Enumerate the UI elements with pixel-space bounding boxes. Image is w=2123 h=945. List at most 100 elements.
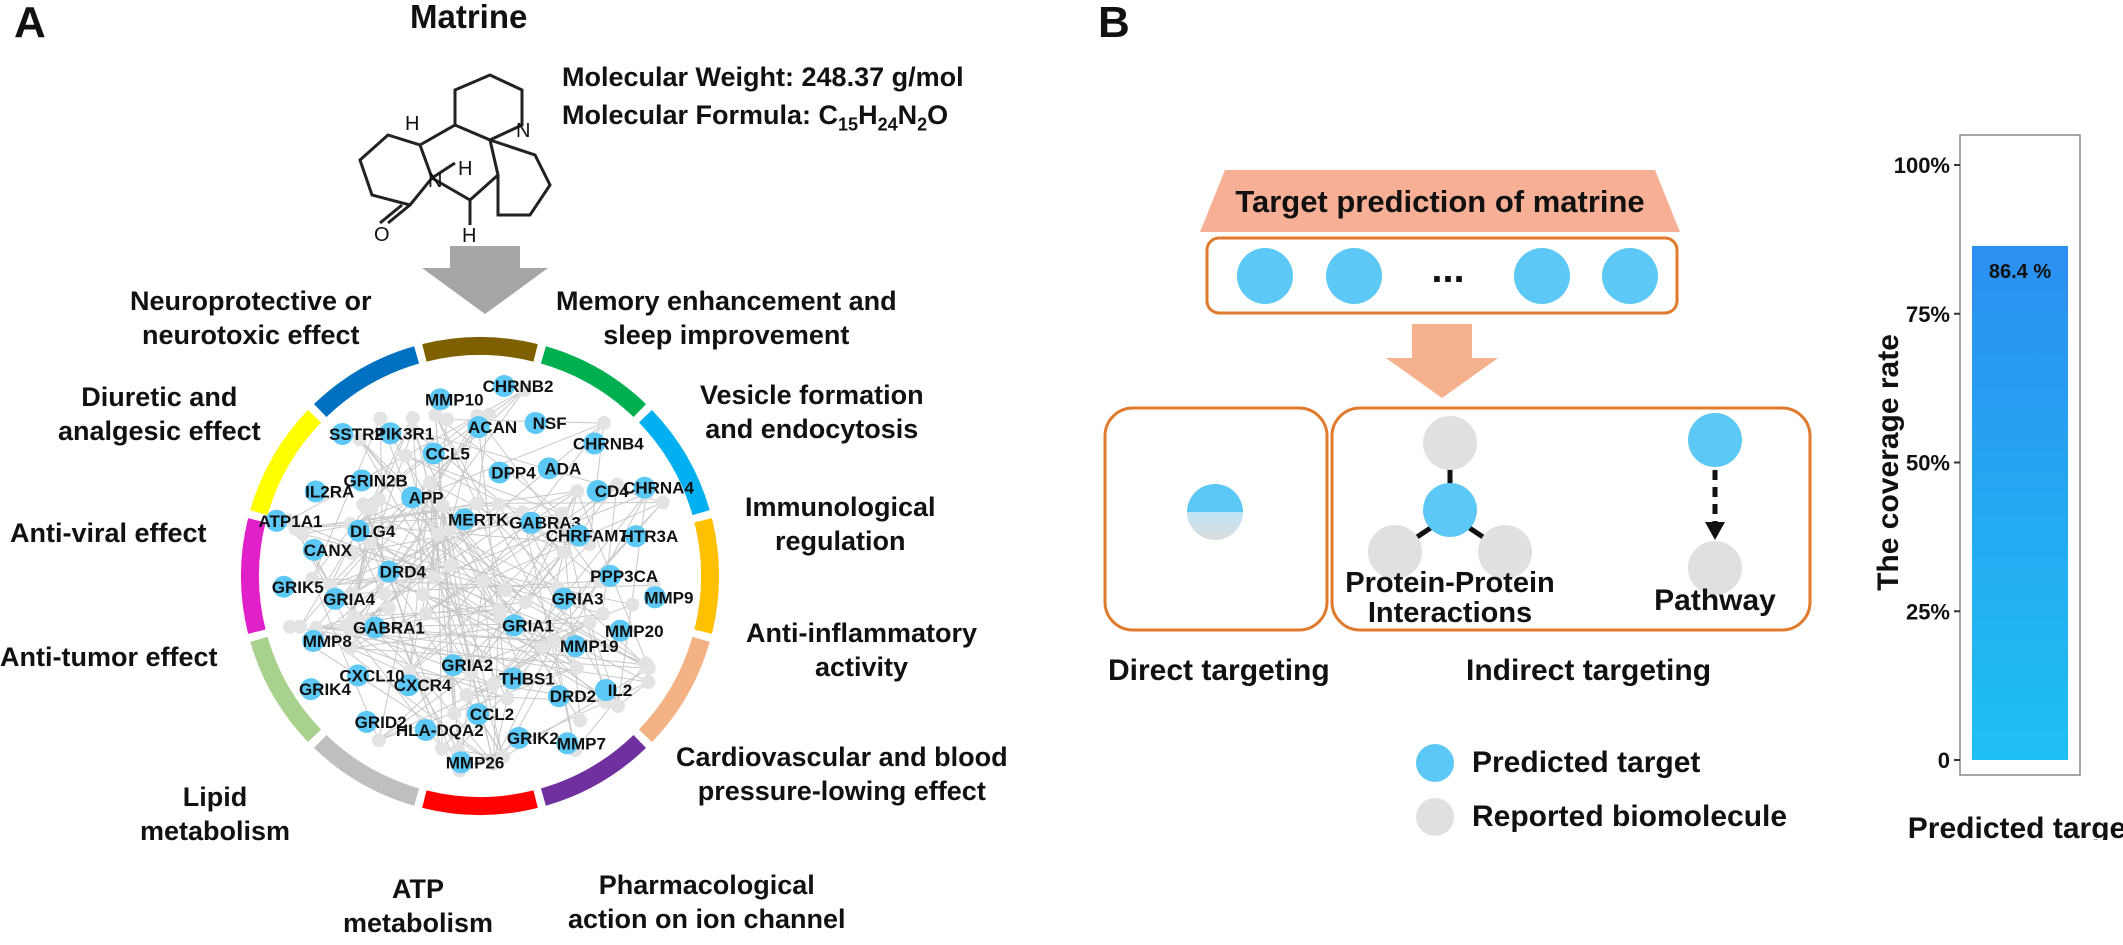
gene-node xyxy=(401,486,424,509)
gene-node xyxy=(501,667,524,690)
gene-node xyxy=(324,587,347,610)
prediction-title-box xyxy=(1200,170,1680,232)
gene-label: ATP1A1 xyxy=(259,512,323,531)
predicted-target-dot xyxy=(1237,248,1293,304)
gene-label: CHRNB2 xyxy=(483,377,554,396)
gene-label: IL2 xyxy=(608,681,633,700)
ring-segment-lipid xyxy=(250,636,322,743)
gene-label: CHRNA4 xyxy=(623,479,694,498)
pathway-label: Pathway xyxy=(1654,584,1776,617)
matrine-structure: N N O H H H xyxy=(358,73,552,245)
direct-targeting-box xyxy=(1103,406,1329,632)
ring-segment-ion xyxy=(422,790,538,815)
gene-node xyxy=(450,751,473,774)
molecular-weight: Molecular Weight: 248.37 g/mol xyxy=(562,62,964,92)
gene-node xyxy=(567,524,590,547)
gene-node xyxy=(350,469,373,492)
gene-label: DRD4 xyxy=(380,563,427,582)
gene-label: CCL2 xyxy=(470,705,514,724)
predicted-targets-box xyxy=(1205,236,1679,315)
molecular-formula: Molecular Formula: C15H24N2O xyxy=(562,100,949,135)
atom-n-lower: N xyxy=(428,170,442,192)
gene-label: NSF xyxy=(533,414,567,433)
legend-predicted: Predicted target xyxy=(1416,744,1700,782)
gene-label: MMP26 xyxy=(446,753,505,772)
gene-node xyxy=(564,635,587,658)
predicted-target-dot xyxy=(1602,248,1658,304)
ellipsis: ... xyxy=(1431,247,1464,291)
gene-label: MMP19 xyxy=(560,637,619,656)
gene-node xyxy=(397,674,420,697)
gene-node xyxy=(594,679,617,702)
gene-node xyxy=(331,422,354,445)
gene-label: GRID2 xyxy=(355,713,407,732)
down-arrow-orange-icon xyxy=(1386,324,1498,398)
gene-node xyxy=(488,461,511,484)
x-category-label: Predicted target xyxy=(1908,812,2123,840)
gene-label: CXCR4 xyxy=(394,676,452,695)
ppi-reported-dot xyxy=(1478,525,1532,579)
gene-node xyxy=(272,575,295,598)
down-arrow-icon xyxy=(422,246,548,314)
atom-h1: H xyxy=(405,113,419,135)
atom-h2: H xyxy=(458,158,472,180)
gene-label: GRIA1 xyxy=(502,616,554,635)
gene-node xyxy=(377,560,400,583)
atom-o: O xyxy=(374,224,390,245)
gene-node xyxy=(414,718,437,741)
prediction-title: Target prediction of matrine xyxy=(1235,184,1644,219)
gene-node xyxy=(379,422,402,445)
ppi-predicted-dot xyxy=(1423,483,1477,537)
compound-name: Matrine xyxy=(410,0,528,35)
gene-label: CANX xyxy=(304,541,353,560)
ring-segment-viral xyxy=(250,409,322,516)
gene-node xyxy=(299,678,322,701)
gene-node xyxy=(507,726,530,749)
gene-label: GRIA4 xyxy=(323,590,376,609)
gene-label: ADA xyxy=(544,459,581,478)
gene-node xyxy=(520,511,543,534)
gene-node xyxy=(453,508,476,531)
gene-label: PPP3CA xyxy=(590,567,658,586)
gene-label: GRIA2 xyxy=(441,656,493,675)
gene-label: HTR3A xyxy=(622,527,679,546)
indirect-targeting-label: Indirect targeting xyxy=(1466,654,1712,687)
gene-node xyxy=(429,388,452,411)
gene-node xyxy=(633,476,656,499)
predicted-target-dot xyxy=(1326,248,1382,304)
ppi-label-2: Interactions xyxy=(1368,597,1532,629)
chart-frame xyxy=(1959,134,2081,776)
gene-node xyxy=(524,411,547,434)
gene-node xyxy=(493,374,516,397)
coverage-bar-chart: 86.4 %025%50%75%100%The coverage ratePre… xyxy=(1872,134,2123,840)
bar-predicted-target xyxy=(1972,245,2068,761)
gene-node xyxy=(547,685,570,708)
gene-node xyxy=(304,480,327,503)
gene-label: CCL5 xyxy=(425,445,469,464)
pathway-predicted-dot xyxy=(1688,413,1742,467)
gene-node xyxy=(586,480,609,503)
gene-node xyxy=(265,509,288,532)
gene-label: MMP10 xyxy=(425,390,484,409)
gene-label: GRIA3 xyxy=(552,590,604,609)
gene-label: PIK3R1 xyxy=(375,424,435,443)
gene-node xyxy=(467,703,490,726)
ring-segment-diuretic xyxy=(313,346,420,418)
panel-a-letter: A xyxy=(14,0,46,47)
gene-node xyxy=(355,710,378,733)
gene-node xyxy=(347,519,370,542)
gene-label: GABRA1 xyxy=(353,619,425,638)
ring-segment-inflam xyxy=(638,636,710,743)
gene-label: GRIK5 xyxy=(272,578,324,597)
gene-label: CD4 xyxy=(595,482,630,501)
gene-label: MMP7 xyxy=(557,734,606,753)
direct-target-dot xyxy=(1187,484,1243,540)
ring-segment-memory xyxy=(540,346,647,418)
gene-label: GRIN2B xyxy=(344,471,408,490)
y-tick-label: 25% xyxy=(1906,599,1950,624)
